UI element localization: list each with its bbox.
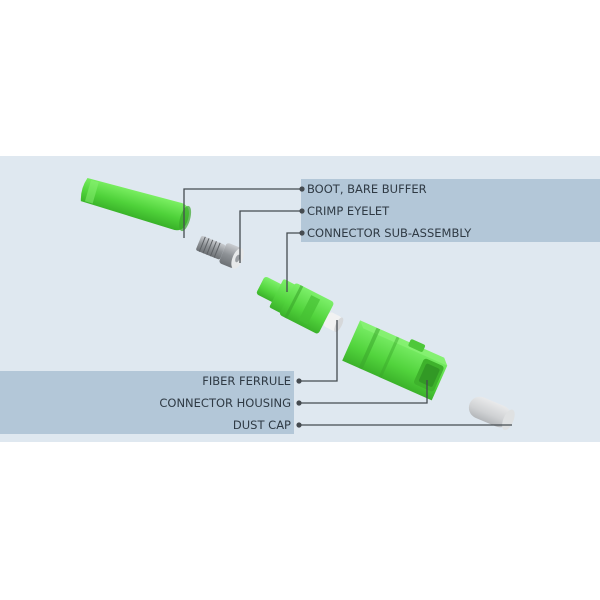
leader-dot-boot — [299, 186, 305, 192]
label-dust-cap: DUST CAP — [233, 418, 291, 432]
leader-line-boot — [183, 188, 302, 238]
label-connector-housing: CONNECTOR HOUSING — [159, 396, 291, 410]
leader-line-connector-housing — [299, 380, 428, 404]
label-bar-right — [301, 179, 600, 242]
leader-dot-crimp-eyelet — [299, 208, 305, 214]
leader-dot-fiber-ferrule — [296, 378, 302, 384]
leader-lines — [183, 188, 512, 426]
label-fiber-ferrule: FIBER FERRULE — [202, 374, 291, 388]
boot — [80, 178, 192, 232]
label-bar-left — [0, 371, 294, 434]
leader-dot-connector-housing — [296, 400, 302, 406]
leader-line-sub-assembly — [286, 232, 302, 292]
leader-line-fiber-ferrule — [299, 320, 338, 382]
leader-dot-dust-cap — [296, 422, 302, 428]
label-sub-assembly: CONNECTOR SUB-ASSEMBLY — [307, 226, 472, 240]
leader-dot-sub-assembly — [299, 230, 305, 236]
connector-housing — [342, 320, 448, 401]
label-boot: BOOT, BARE BUFFER — [307, 182, 427, 196]
label-crimp-eyelet: CRIMP EYELET — [307, 204, 390, 218]
leader-line-crimp-eyelet — [239, 210, 302, 263]
